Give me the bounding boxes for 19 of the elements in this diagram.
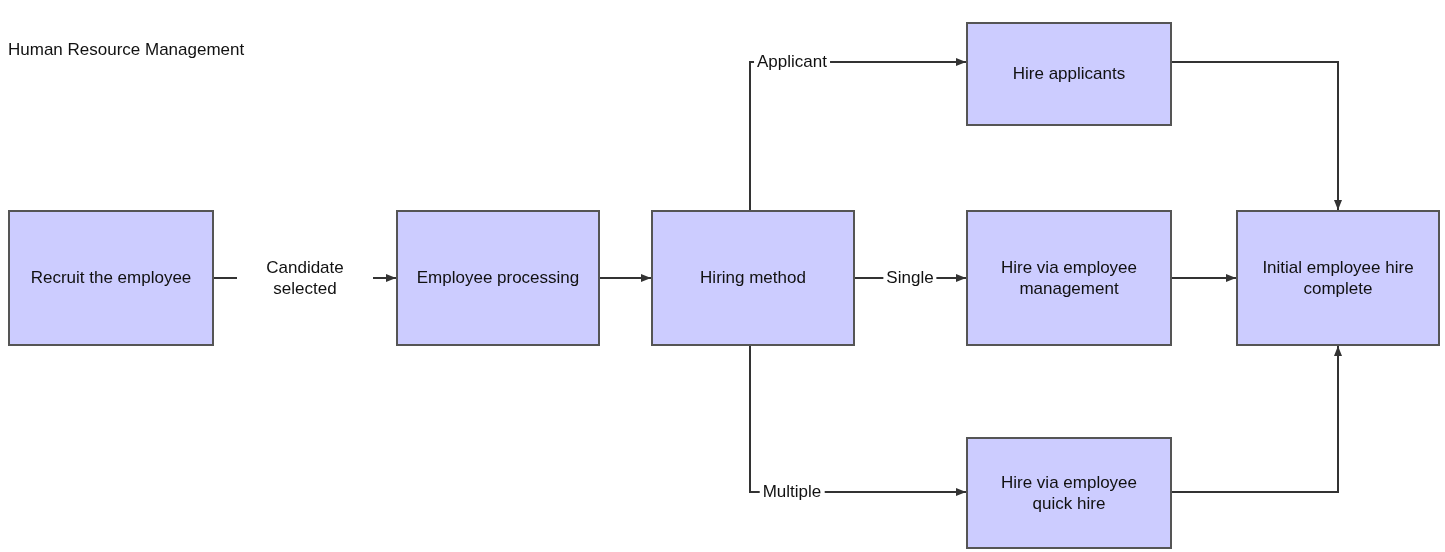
arrow (1171, 345, 1342, 493)
diagram-title: Human Resource Management (8, 40, 245, 60)
box-label: Initial employee hire complete (1261, 256, 1415, 300)
box-label: Employee processing (416, 267, 580, 289)
arrow (1171, 61, 1342, 211)
box-label: Hiring method (700, 267, 806, 289)
process-box (8, 210, 214, 346)
process-box (966, 22, 1172, 126)
process-box (1236, 210, 1440, 346)
arrow (599, 274, 652, 282)
process-box (966, 210, 1172, 346)
process-box (396, 210, 600, 346)
box-label: Hire via employee quick hire (999, 471, 1139, 515)
process-box (966, 437, 1172, 549)
process-box (651, 210, 855, 346)
box-label: Hire applicants (1012, 63, 1126, 85)
box-label: Recruit the employee (30, 267, 192, 289)
box-label: Hire via employee management (999, 256, 1139, 300)
arrow (1171, 274, 1237, 282)
